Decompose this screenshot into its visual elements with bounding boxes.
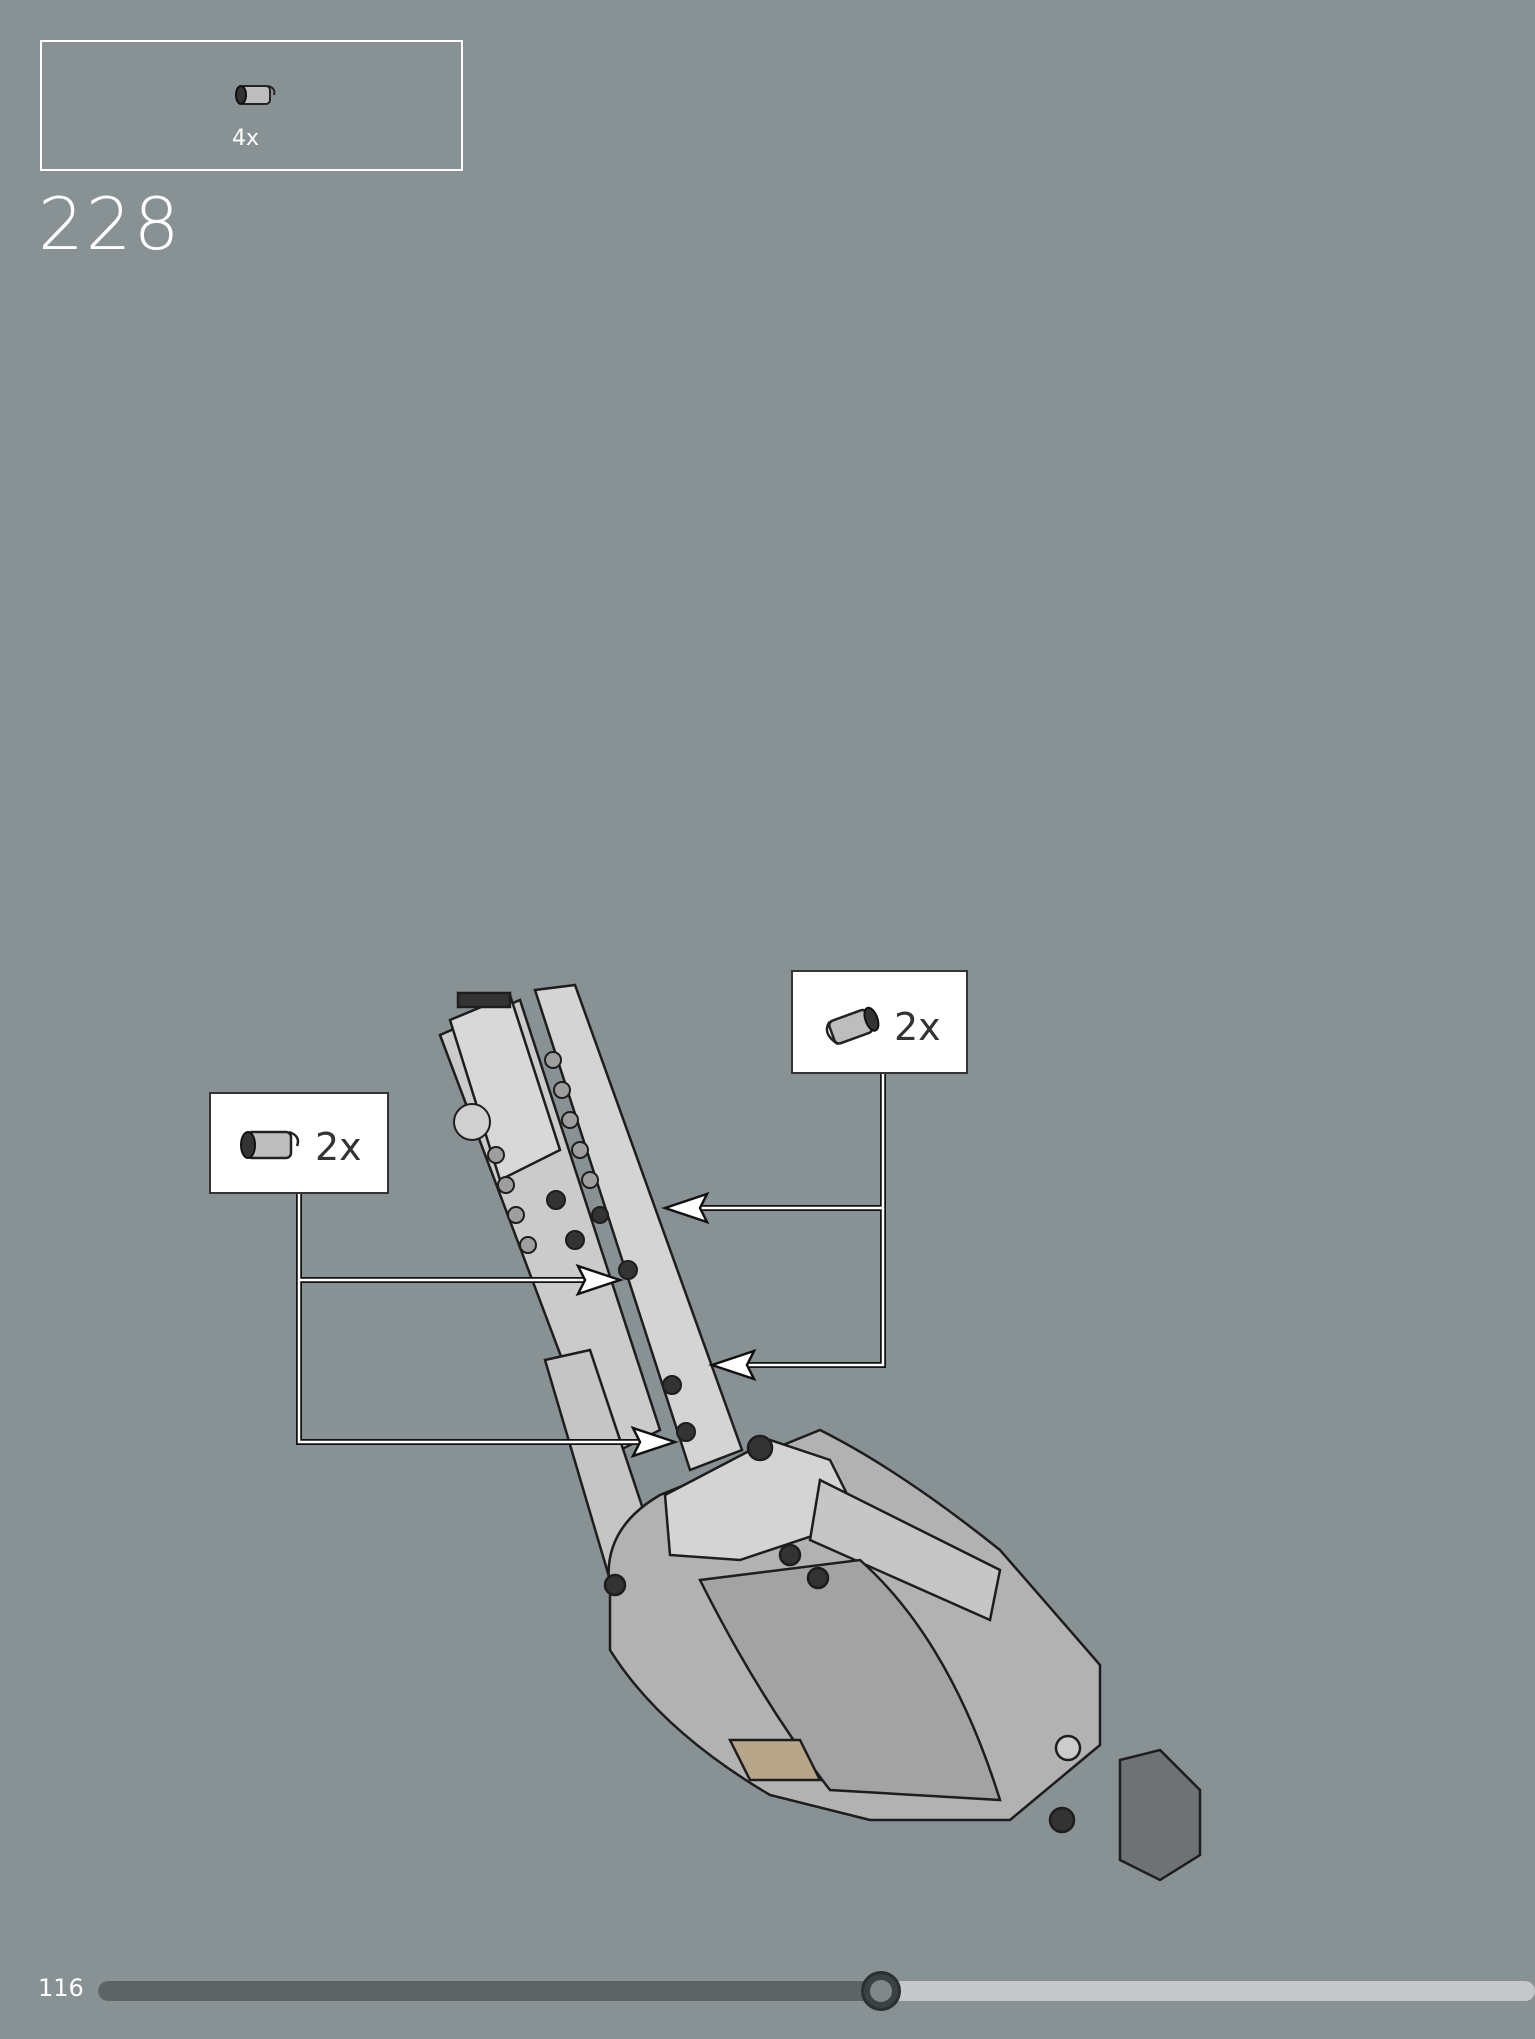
technic-pin-icon [240,1130,300,1160]
progress-knob[interactable] [861,1971,902,2011]
base-body [603,1428,1202,1882]
beam-holes [453,1051,696,1442]
callout-leaders-inner [297,1072,885,1444]
arrow-heads [575,1191,757,1459]
right-beam [533,983,744,1472]
parts-list-box: 4x [40,40,463,171]
page-number: 116 [38,1974,84,2002]
page-progress-bar[interactable] [98,1971,1535,2011]
callout-left: 2x [209,1092,389,1194]
progress-fill [98,1981,882,2001]
callout-right-quantity: 2x [894,1005,941,1049]
parts-quantity: 4x [232,126,260,151]
left-beams [438,991,662,1582]
technic-pin-icon [235,85,276,105]
step-number: 228 [38,182,182,266]
callout-left-quantity: 2x [315,1125,362,1169]
callout-right: 2x [791,970,968,1074]
technic-pin-icon [825,1006,880,1046]
